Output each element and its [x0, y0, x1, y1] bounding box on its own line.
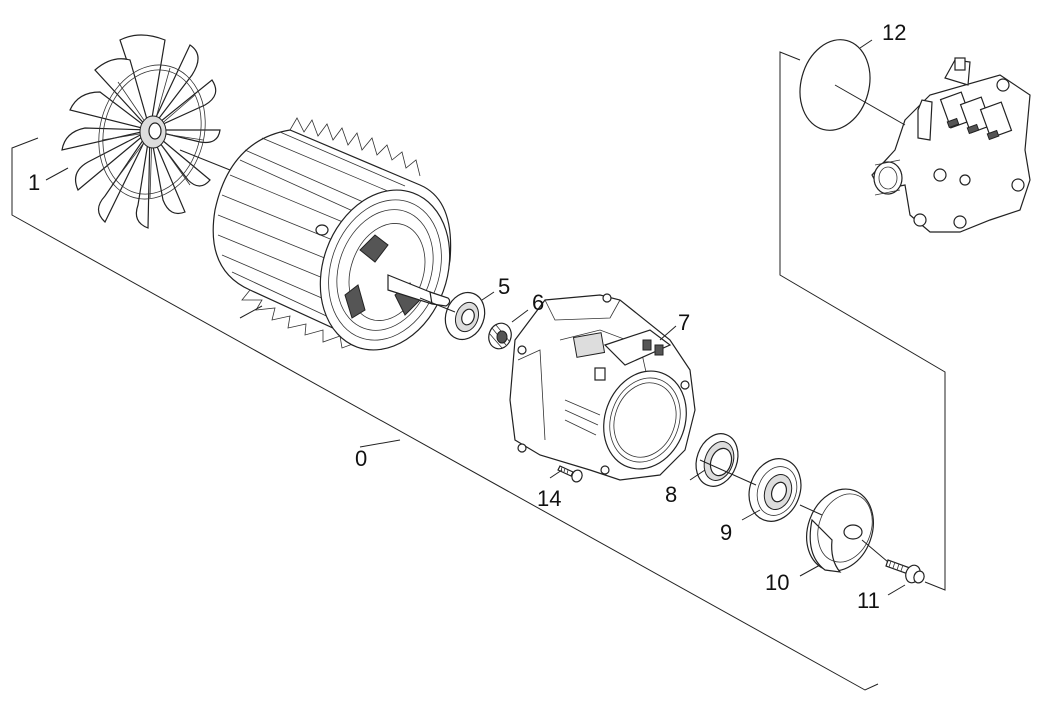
callout-9: 9: [720, 520, 732, 545]
part-10-cam-plate: [806, 488, 874, 573]
part-motor-stator: [212, 117, 452, 351]
assembly-bracket-pump-head: [779, 51, 946, 591]
callout-5: 5: [498, 274, 510, 299]
part-9-ball-bearing: [748, 458, 802, 522]
part-1-fan: [61, 34, 221, 229]
part-7-housing: [509, 293, 696, 481]
part-pump-head: [871, 57, 1031, 233]
callout-11: 11: [857, 588, 880, 613]
part-6-spring: [488, 322, 512, 350]
callout-8: 8: [665, 482, 677, 507]
callout-7: 7: [678, 310, 690, 335]
part-14-screw: [557, 465, 583, 483]
part-8-shaft-seal: [695, 433, 739, 487]
leader-lines: [45, 39, 906, 596]
callout-10: 10: [765, 570, 789, 595]
part-11-screw-washer: [885, 559, 925, 584]
callout-labels: 0 1 5 6 7 8 9 10 11 12 14: [28, 20, 906, 613]
callout-14: 14: [537, 486, 561, 511]
callout-0: 0: [355, 446, 367, 471]
part-5-seal-ring: [444, 291, 486, 341]
assembly-bracket-main: [11, 137, 879, 691]
callout-1: 1: [28, 170, 40, 195]
callout-12: 12: [882, 20, 906, 45]
callout-6: 6: [532, 290, 544, 315]
